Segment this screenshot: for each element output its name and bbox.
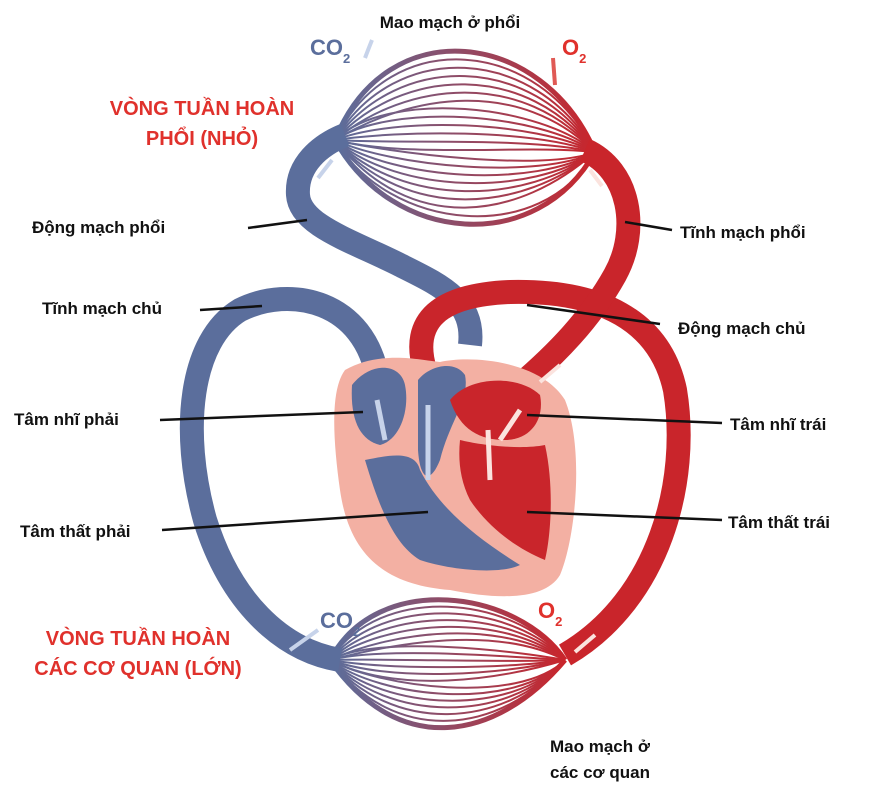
capillary-strand xyxy=(327,597,568,662)
right-ventricle xyxy=(365,455,520,571)
capillary-strand xyxy=(327,658,567,731)
flow-arrow-icon xyxy=(485,408,523,481)
capillary-strand xyxy=(332,48,598,153)
capillary-strand xyxy=(334,107,596,153)
capillary-strand xyxy=(329,659,566,669)
leader-line xyxy=(526,413,723,425)
red-flow-arrows xyxy=(538,168,604,654)
leader-line xyxy=(526,303,661,326)
left-ventricle xyxy=(459,440,551,560)
capillary-strand xyxy=(329,638,566,661)
capillary-strand xyxy=(329,612,566,661)
capillary-strand xyxy=(334,139,596,153)
left-atrium xyxy=(450,380,541,440)
label-right-ventricle: Tâm thất phải xyxy=(20,522,131,541)
capillary-strand xyxy=(329,659,566,709)
o2-in-arrow-icon xyxy=(551,57,557,86)
capillary-strand xyxy=(334,139,596,162)
leader-line xyxy=(526,510,723,522)
leader-line xyxy=(247,218,308,230)
leader-lines xyxy=(159,218,723,532)
label-vena-cava: Tĩnh mạch chủ xyxy=(42,299,162,318)
capillary-strand xyxy=(332,138,598,227)
capillary-strand xyxy=(334,139,596,201)
label-aorta: Động mạch chủ xyxy=(678,319,806,338)
capillary-strand xyxy=(334,75,596,153)
systemic-circuit-title-2: CÁC CƠ QUAN (LỚN) xyxy=(34,656,241,680)
capillary-strand xyxy=(334,58,596,153)
arrow-icon xyxy=(588,168,604,188)
pulmonary-vein-vessel xyxy=(512,139,641,395)
o2-label-bottom: O2 xyxy=(538,598,562,629)
capillary-strand xyxy=(329,652,566,661)
arrow-icon xyxy=(288,628,320,652)
capillary-strand xyxy=(334,83,596,153)
organ-capillary-title-1: Mao mạch ở xyxy=(550,737,651,756)
capillary-strand xyxy=(329,658,566,662)
label-left-atrium: Tâm nhĩ trái xyxy=(730,415,826,434)
capillary-strand xyxy=(329,619,566,661)
arrow-icon xyxy=(316,158,334,180)
co2-label-top: CO2 xyxy=(310,35,350,66)
capillary-strand xyxy=(329,659,566,675)
capillary-strand xyxy=(329,659,566,689)
lung-capillary-bed xyxy=(332,48,598,227)
capillary-strand xyxy=(329,625,566,661)
capillary-strand xyxy=(334,139,596,193)
capillary-strand xyxy=(334,139,596,185)
organ-capillary-title-2: các cơ quan xyxy=(550,763,650,782)
organ-capillary-bed xyxy=(327,597,568,731)
capillary-strand xyxy=(334,99,596,153)
capillary-strand xyxy=(334,66,596,153)
leader-line xyxy=(624,220,673,232)
systemic-circuit-title-1: VÒNG TUẦN HOÀN xyxy=(46,626,230,650)
capillary-strand xyxy=(329,605,566,661)
aorta-vessel xyxy=(409,279,691,666)
leader-line xyxy=(159,410,364,422)
label-pulmonary-artery: Động mạch phổi xyxy=(32,218,165,237)
capillary-strand xyxy=(334,139,596,209)
label-left-ventricle: Tâm thất trái xyxy=(728,513,830,532)
capillary-strand xyxy=(334,123,596,153)
pulmonary-circuit-title-2: PHỔI (NHỎ) xyxy=(146,126,258,150)
capillary-strand xyxy=(329,645,566,661)
leader-line xyxy=(199,304,263,312)
capillary-strand xyxy=(334,91,596,153)
label-right-atrium: Tâm nhĩ phải xyxy=(14,410,119,429)
heart xyxy=(334,357,577,597)
capillary-strand xyxy=(329,632,566,661)
capillary-strand xyxy=(334,139,596,177)
capillary-strand xyxy=(334,115,596,153)
capillary-strand xyxy=(334,139,596,169)
capillary-strand xyxy=(329,659,566,696)
lung-capillary-title: Mao mạch ở phổi xyxy=(380,13,521,32)
label-pulmonary-vein: Tĩnh mạch phổi xyxy=(680,223,806,242)
arrow-icon xyxy=(363,39,374,59)
leader-line xyxy=(161,510,429,532)
pulmonary-circuit-title-1: VÒNG TUẦN HOÀN xyxy=(110,96,294,120)
o2-label-top: O2 xyxy=(562,35,586,66)
arrow-icon xyxy=(573,633,597,654)
capillary-strand xyxy=(334,132,596,153)
arrow-icon xyxy=(538,363,562,384)
flow-arrow-icon xyxy=(374,399,388,441)
blue-flow-arrows xyxy=(288,39,374,652)
co2-label-bottom: CO2 xyxy=(320,608,360,639)
vena-cava-vessel xyxy=(179,287,390,672)
capillary-strand xyxy=(329,659,566,702)
